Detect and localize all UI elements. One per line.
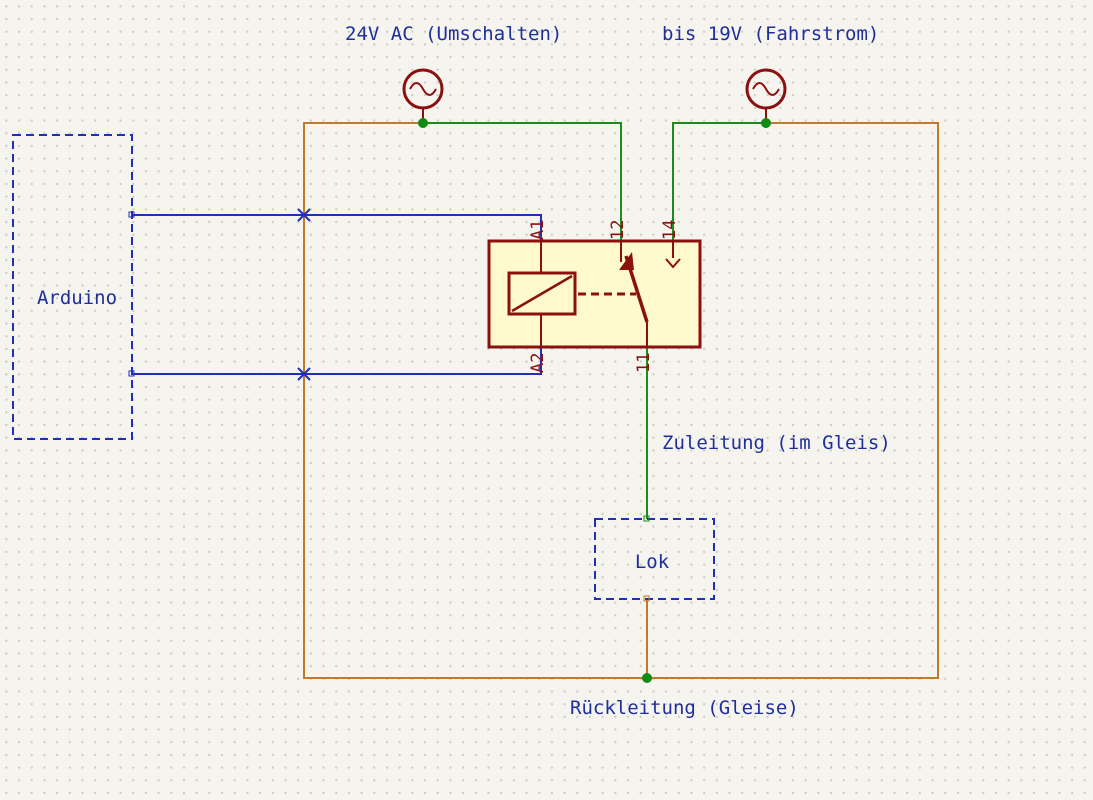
no-connect-cross-icon — [297, 208, 311, 222]
label-feed-line: Zuleitung (im Gleis) — [662, 432, 891, 454]
relay-coil-icon — [507, 241, 577, 347]
orange-return-loop — [303, 122, 939, 679]
pin-label-a1: A1 — [528, 220, 548, 240]
junction-dot — [418, 118, 428, 128]
junction-dot — [761, 118, 771, 128]
relay-body — [487, 239, 702, 349]
relay-component: A1 12 14 A2 11 — [487, 220, 702, 373]
pin-label-14: 14 — [660, 220, 680, 240]
arduino-port-bottom — [128, 370, 135, 377]
relay-switch-contacts — [619, 241, 681, 347]
no-connect-cross-icon — [297, 367, 311, 381]
pin-label-12: 12 — [608, 220, 628, 240]
label-supply-19v: bis 19V (Fahrstrom) — [662, 23, 879, 45]
lok-port-bottom — [643, 595, 650, 602]
lok-block — [594, 518, 715, 600]
junction-dot — [642, 673, 652, 683]
ac-source-icon — [745, 68, 787, 123]
blue-signal-wires — [132, 214, 542, 375]
ac-source-icon — [402, 68, 444, 123]
arduino-port-top — [128, 211, 135, 218]
pin-label-11: 11 — [634, 353, 654, 373]
label-return-line: Rückleitung (Gleise) — [570, 697, 799, 719]
lok-label: Lok — [635, 551, 670, 573]
arduino-block — [12, 134, 133, 440]
green-wires — [423, 122, 766, 519]
arduino-label: Arduino — [37, 287, 117, 309]
pin-label-a2: A2 — [528, 353, 548, 373]
label-supply-24v: 24V AC (Umschalten) — [345, 23, 562, 45]
lok-port-top — [643, 515, 650, 522]
